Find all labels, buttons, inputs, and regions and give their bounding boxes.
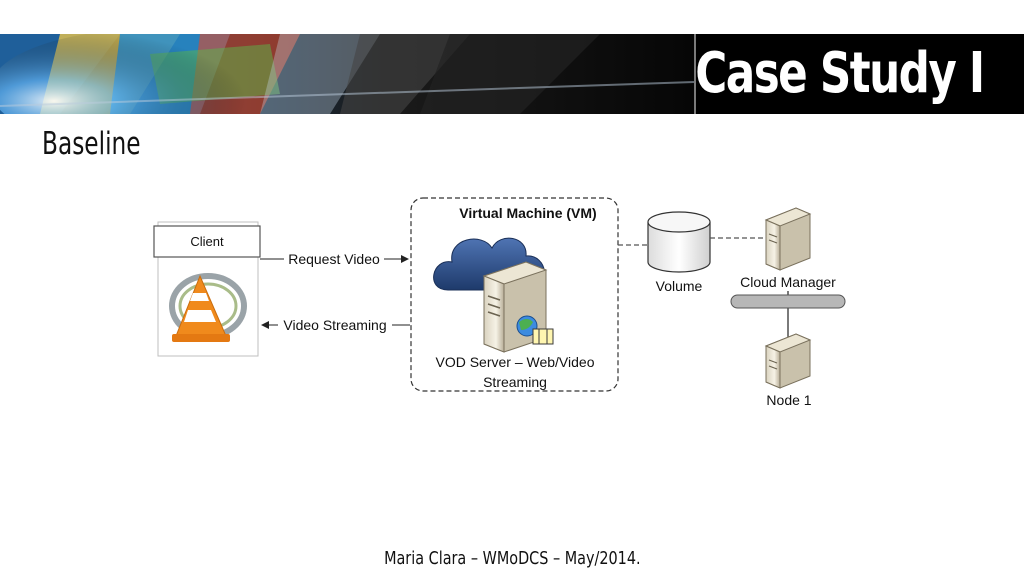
vlc-player-icon <box>169 273 247 342</box>
banner-divider <box>694 34 696 114</box>
footer: Maria Clara – WMoDCS – May/2014. <box>0 548 1024 569</box>
cloud-manager-label: Cloud Manager <box>740 274 836 290</box>
cloud-manager-server-icon <box>764 207 812 271</box>
volume-label: Volume <box>656 278 703 294</box>
network-bus <box>730 294 846 309</box>
section-title: Baseline <box>42 126 141 162</box>
client-label: Client <box>190 234 224 249</box>
vod-server-label-line1: VOD Server – Web/Video <box>435 354 594 370</box>
vod-server-icon <box>482 261 554 353</box>
client-node: Client <box>153 221 261 357</box>
footer-text: Maria Clara – WMoDCS – May/2014. <box>383 548 641 569</box>
banner-image <box>0 34 694 114</box>
vod-server-label-line2: Streaming <box>483 374 547 390</box>
client-label-box <box>153 225 261 258</box>
virtual-machine-box: Virtual Machine (VM) VOD Server – Web/Vi… <box>410 197 619 392</box>
vm-title: Virtual Machine (VM) <box>459 205 596 221</box>
node-label: Node 1 <box>766 392 811 408</box>
volume-storage-icon <box>647 211 711 273</box>
header-banner: Case Study I <box>0 34 1024 114</box>
slide-title: Case Study I <box>695 41 986 106</box>
node-server-icon <box>764 333 812 389</box>
video-streaming-label: Video Streaming <box>283 317 386 333</box>
request-video-label: Request Video <box>288 251 380 267</box>
